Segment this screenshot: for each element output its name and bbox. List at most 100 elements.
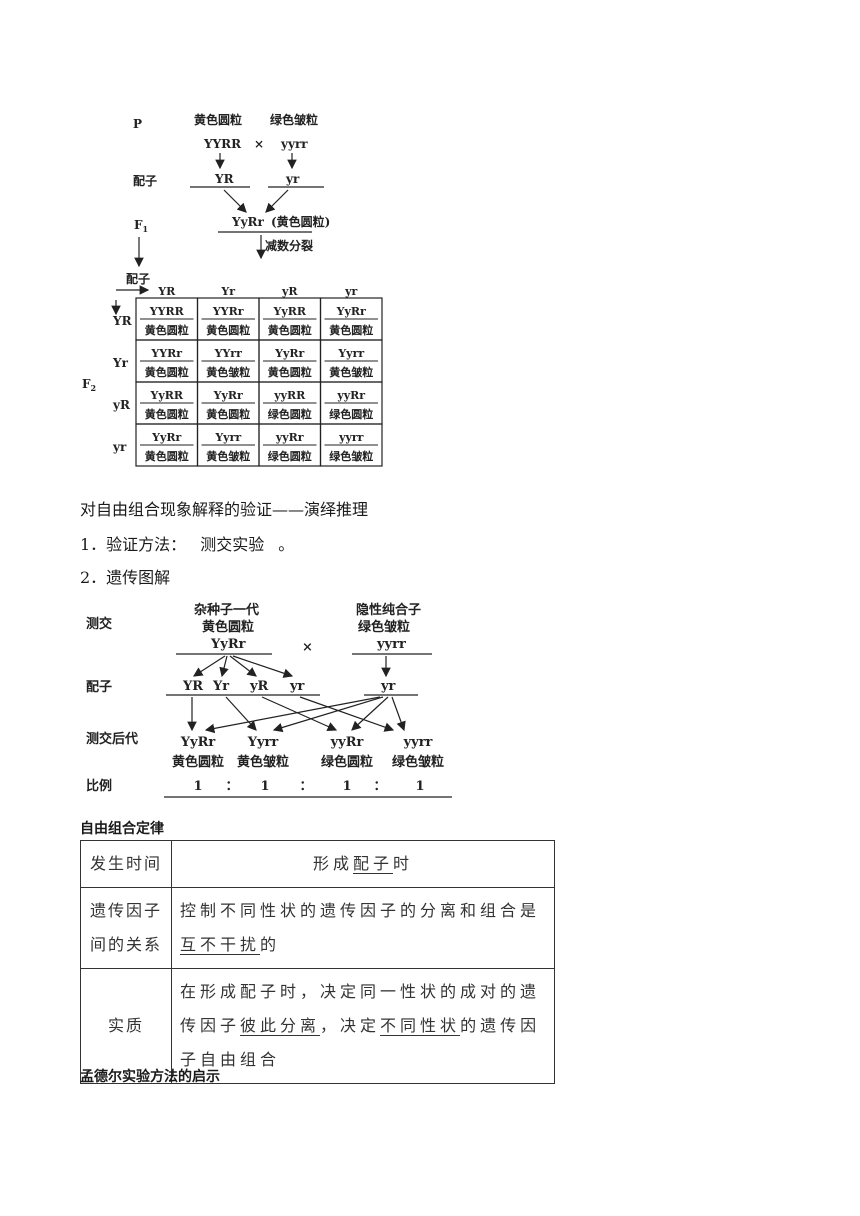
punnett-cell-phenotype: 黄色圆粒 <box>145 365 189 379</box>
gamete-label-3: 配子 <box>86 680 112 695</box>
method-answer: 测交实验 <box>200 535 265 554</box>
punnett-cell-phenotype: 绿色圆粒 <box>268 449 312 463</box>
cross-sign-2: × <box>302 640 313 655</box>
offspring-phenotype: 绿色皱粒 <box>392 754 444 770</box>
law-row-time-head: 发生时间 <box>80 840 172 888</box>
offspring-genotype: Yyrr <box>247 735 279 750</box>
punnett-cell-phenotype: 黄色圆粒 <box>329 323 373 337</box>
meiosis-label: 减数分裂 <box>265 238 313 253</box>
punnett-cell-genotype: YyRr <box>151 431 181 444</box>
punnett-cell-genotype: yyRr <box>336 389 365 402</box>
hybrid-phenotype: 黄色圆粒 <box>202 619 254 635</box>
punnett-cell-phenotype: 绿色皱粒 <box>329 449 373 463</box>
law-essence-underlined-2: 不同性状 <box>380 1016 461 1035</box>
recessive-genotype: yyrr <box>376 637 406 652</box>
punnett-cell-phenotype: 绿色圆粒 <box>329 407 373 421</box>
law-relation-underlined: 互不干扰 <box>180 935 261 954</box>
punnett-cell-phenotype: 黄色皱粒 <box>206 449 250 463</box>
f1-label: F1 <box>134 218 148 234</box>
ratio-value: 1 <box>415 779 424 794</box>
law-row-time: 发生时间 形成配子时 <box>80 840 555 888</box>
offspring-label: 测交后代 <box>86 731 138 747</box>
law-row-relation: 遗传因子 间的关系 控制不同性状的遗传因子的分离和组合是互不干扰的 <box>80 887 555 969</box>
law-essence-a: 在形成配子时，决定同一性状的成对的遗传因子 <box>180 982 541 1035</box>
p-label: P <box>133 117 142 131</box>
p2-phenotype: 绿色皱粒 <box>270 112 318 127</box>
law-row-time-content: 形成配子时 <box>171 840 555 888</box>
law-time-underlined: 配子 <box>352 854 393 873</box>
cross-sign: × <box>254 137 264 151</box>
ratio-label: 比例 <box>86 778 112 794</box>
law-relation-head-a: 遗传因子 <box>89 901 162 920</box>
testcross-diagram: 测交 杂种子一代 黄色圆粒 YyRr × 隐性纯合子 绿色皱粒 yyrr 配子 … <box>86 602 452 798</box>
law-heading: 自由组合定律 <box>80 821 164 837</box>
punnett-cell <box>319 423 383 467</box>
punnett-cell-genotype: YyRr <box>336 305 366 318</box>
punnett-cell-genotype: YYrr <box>214 347 243 360</box>
diagram-title: 2．遗传图解 <box>80 568 171 587</box>
offspring-genotype: yyrr <box>403 735 433 750</box>
testcross-gamete: Yr <box>212 679 229 694</box>
punnett-cell-genotype: YyRr <box>213 389 243 402</box>
method-prefix: 1．验证方法： <box>80 535 187 554</box>
punnett-cell-genotype: YYRR <box>149 305 185 318</box>
punnett-cell-genotype: YyRR <box>272 305 306 318</box>
punnett-row-head: Yr <box>112 356 129 370</box>
offspring-phenotype: 绿色圆粒 <box>321 754 373 770</box>
law-time-post: 时 <box>393 854 414 873</box>
punnett-cell-genotype: Yyrr <box>214 431 241 444</box>
punnett-cell-genotype: YYRr <box>150 347 182 360</box>
recessive-phenotype: 绿色皱粒 <box>358 619 410 635</box>
punnett-cell-genotype: yyRR <box>273 389 306 402</box>
f1-phenotype: (黄色圆粒) <box>271 214 330 229</box>
punnett-row-head: yr <box>112 440 127 454</box>
ratio-value: 1 <box>193 779 202 794</box>
punnett-diagram: P 黄色圆粒 绿色皱粒 YYRR × yyrr 配子 YR yr F1 YyRr… <box>82 112 383 467</box>
law-row-essence-content: 在形成配子时，决定同一性状的成对的遗传因子彼此分离，决定不同性状的遗传因子自由组… <box>171 968 555 1084</box>
recessive-gamete: yr <box>380 679 396 694</box>
punnett-cell-phenotype: 黄色圆粒 <box>145 449 189 463</box>
p1-gamete: YR <box>214 172 235 186</box>
ratio-value: 1 <box>342 779 351 794</box>
law-relation-head-b: 间的关系 <box>89 935 162 954</box>
punnett-col-head: yr <box>344 285 357 298</box>
gamete-label: 配子 <box>133 173 157 188</box>
testcross-gamete: yR <box>249 679 269 694</box>
law-essence-b: ，决定 <box>320 1016 381 1035</box>
f1-genotype: YyRr <box>231 215 265 229</box>
punnett-cell-genotype: YyRr <box>274 347 304 360</box>
law-time-pre: 形成 <box>312 854 353 873</box>
ratio-separator: ： <box>373 779 386 794</box>
punnett-cell-genotype: YYRr <box>212 305 244 318</box>
verify-title: 对自由组合现象解释的验证——演绎推理 <box>80 500 369 519</box>
punnett-col-head: YR <box>157 285 176 298</box>
offspring-phenotype: 黄色圆粒 <box>172 754 224 770</box>
ratio-separator: ： <box>225 779 238 794</box>
hybrid-title: 杂种子一代 <box>194 602 259 618</box>
punnett-cell-genotype: yyRr <box>275 431 304 444</box>
punnett-cell-genotype: Yyrr <box>337 347 364 360</box>
punnett-row-head: yR <box>112 398 131 412</box>
law-essence-underlined-1: 彼此分离 <box>240 1016 321 1035</box>
punnett-cell-phenotype: 黄色圆粒 <box>145 323 189 337</box>
p2-genotype: yyrr <box>280 137 308 151</box>
law-essence-c: 的遗传因子自由组合 <box>180 1016 541 1069</box>
punnett-cell-phenotype: 黄色圆粒 <box>268 365 312 379</box>
gamete-label-2: 配子 <box>126 271 150 286</box>
punnett-cell-phenotype: 黄色皱粒 <box>206 365 250 379</box>
punnett-cell-phenotype: 黄色圆粒 <box>206 323 250 337</box>
hybrid-genotype: YyRr <box>210 637 246 652</box>
ratio-separator: ： <box>299 779 312 794</box>
recessive-title: 隐性纯合子 <box>356 602 421 618</box>
offspring-genotype: YyRr <box>180 735 216 750</box>
law-relation-pre: 控制不同性状的遗传因子的分离和组合是 <box>180 901 541 920</box>
law-table: 发生时间 形成配子时 遗传因子 间的关系 控制不同性状的遗传因子的分离和组合是互… <box>80 840 555 1084</box>
law-row-essence-head: 实质 <box>80 968 172 1084</box>
punnett-col-head: Yr <box>220 285 235 298</box>
f2-label: F2 <box>82 377 96 393</box>
p1-genotype: YYRR <box>203 137 242 151</box>
law-row-relation-content: 控制不同性状的遗传因子的分离和组合是互不干扰的 <box>171 887 555 969</box>
punnett-cell-genotype: YyRR <box>149 389 183 402</box>
punnett-cell-phenotype: 绿色圆粒 <box>268 407 312 421</box>
ratio-value: 1 <box>260 779 269 794</box>
